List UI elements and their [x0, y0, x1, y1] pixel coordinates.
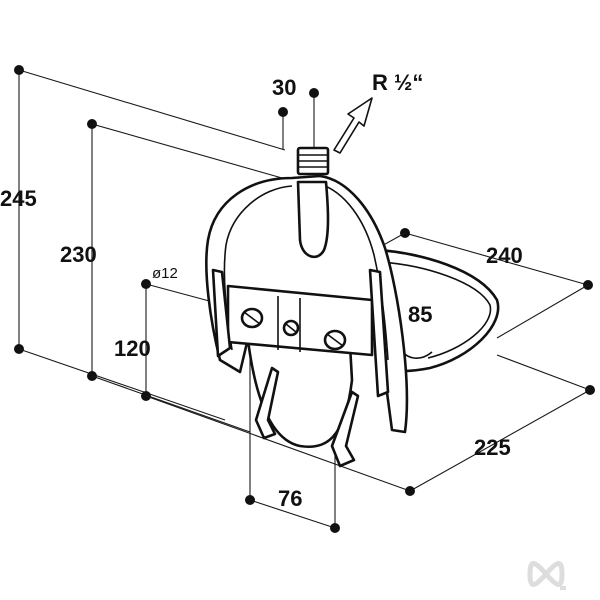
label-85: 85	[408, 302, 432, 327]
dim-line-225	[409, 389, 591, 492]
dim-dot	[309, 88, 319, 98]
screw-icon	[282, 319, 300, 337]
label-225: 225	[474, 435, 511, 460]
mounting-hole-icon	[323, 329, 347, 351]
extension-line	[91, 375, 251, 433]
dim-dot	[278, 107, 288, 117]
infinity-logo-icon	[527, 561, 566, 590]
stem	[296, 180, 330, 259]
thread-arrow-icon	[333, 97, 373, 154]
bracket-left	[254, 366, 280, 440]
label-230: 230	[60, 242, 97, 267]
dim-line-76	[249, 499, 336, 529]
label-120: 120	[114, 336, 151, 361]
dim-dot	[330, 523, 340, 533]
dim-dot	[245, 495, 255, 505]
extension-line	[145, 395, 411, 492]
plate-divider	[277, 296, 301, 352]
dim-dot	[405, 486, 415, 496]
side-flange-right	[368, 268, 390, 398]
dimension-labels: 245 230 120 ø12 30 R ½“ 240 85 225 76	[0, 70, 523, 511]
dim-line-240	[404, 232, 589, 286]
extension-line	[496, 284, 589, 339]
label-76: 76	[278, 486, 302, 511]
bowl-rim	[379, 261, 492, 359]
extension-line	[91, 123, 283, 179]
extension-line	[496, 354, 591, 391]
housing-inner-right	[319, 183, 389, 361]
label-240: 240	[486, 243, 523, 268]
label-hole-diameter: ø12	[152, 265, 178, 282]
drinking-bowl	[205, 146, 500, 468]
extension-line	[18, 348, 226, 421]
mounting-hole-icon	[240, 307, 264, 329]
bracket-right	[330, 390, 360, 468]
side-flange-left	[211, 268, 232, 358]
label-thread: R ½“	[372, 70, 423, 95]
label-245: 245	[0, 186, 37, 211]
label-30: 30	[272, 75, 296, 100]
extension-line	[18, 69, 286, 151]
